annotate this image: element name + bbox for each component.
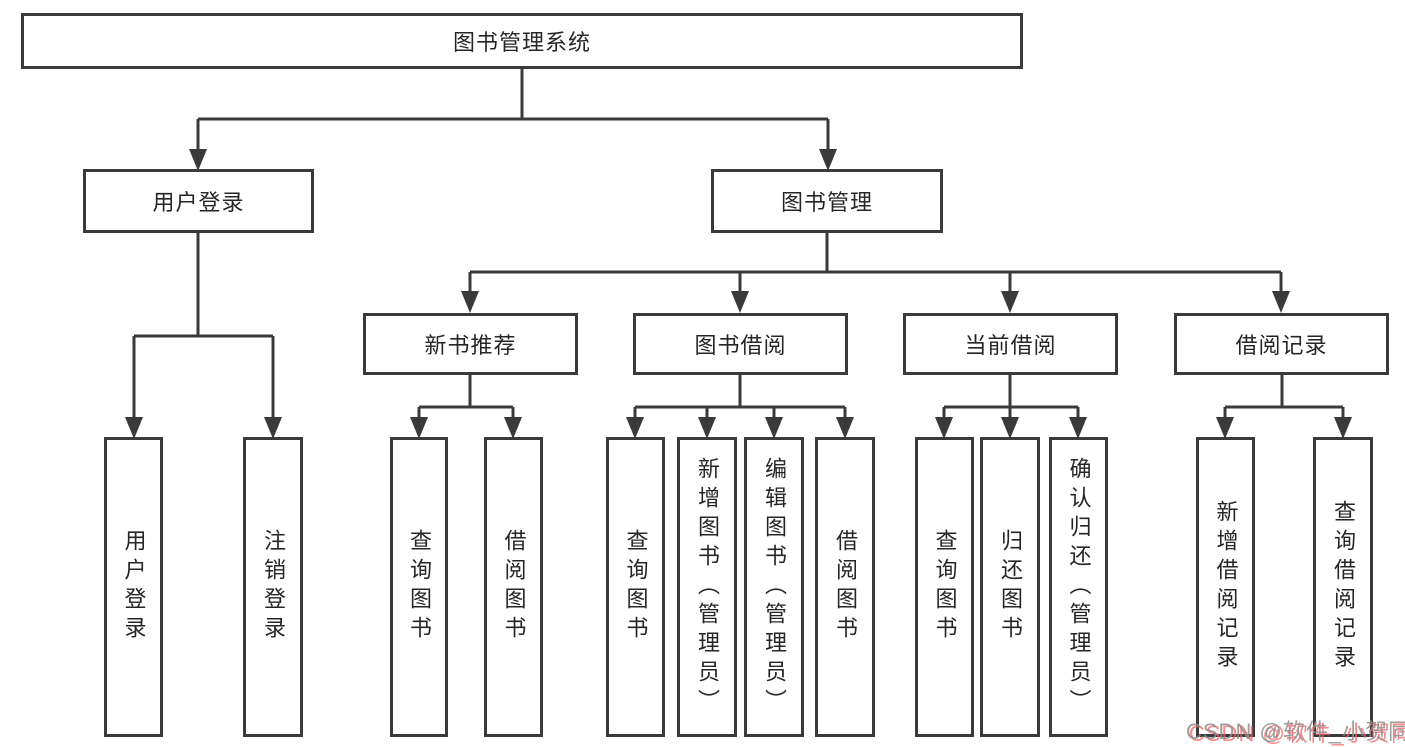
leaf-logout: 注销登录 — [243, 437, 303, 737]
node-current-borrowing: 当前借阅 — [903, 313, 1118, 375]
leaf-record-add-borrow-record: 新增借阅记录 — [1196, 437, 1255, 737]
leaf-recommend-query-book: 查询图书 — [390, 437, 448, 737]
leaf-borrowing-borrow-book: 借阅图书 — [815, 437, 875, 737]
leaf-borrowing-edit-book-admin: 编辑图书（管理员） — [744, 437, 804, 737]
watermark: CSDN @软件_小贺同学 — [1186, 719, 1405, 744]
node-borrowing-records: 借阅记录 — [1174, 313, 1389, 375]
leaf-user-login: 用户登录 — [104, 437, 163, 737]
leaf-borrowing-query-book: 查询图书 — [606, 437, 665, 737]
node-root: 图书管理系统 — [21, 13, 1023, 69]
leaf-current-return-book: 归还图书 — [980, 437, 1040, 737]
leaf-record-query-borrow-record: 查询借阅记录 — [1313, 437, 1373, 737]
node-book-management: 图书管理 — [711, 169, 943, 233]
leaf-recommend-borrow-book: 借阅图书 — [484, 437, 543, 737]
node-user-login: 用户登录 — [83, 169, 314, 233]
leaf-borrowing-add-book-admin: 新增图书（管理员） — [677, 437, 737, 737]
node-book-borrowing: 图书借阅 — [633, 313, 848, 375]
leaf-current-query-book: 查询图书 — [915, 437, 974, 737]
node-new-book-recommend: 新书推荐 — [363, 313, 578, 375]
leaf-current-confirm-return-admin: 确认归还（管理员） — [1049, 437, 1108, 737]
